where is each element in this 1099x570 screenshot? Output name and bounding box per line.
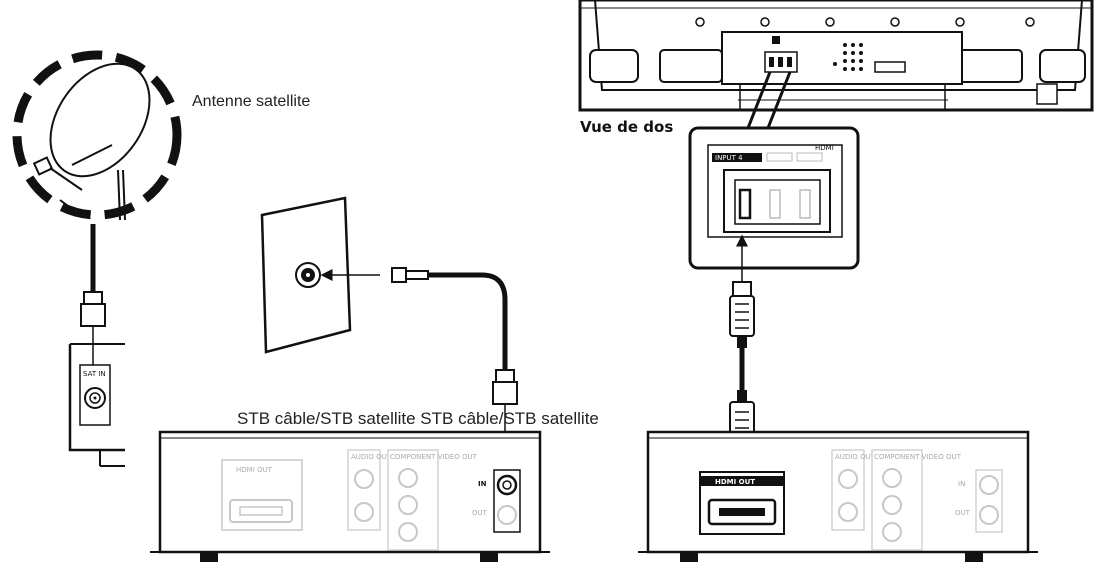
stb-left: HDMI OUT AUDIO OUT COMPONENT VIDEO OUT I…: [150, 430, 550, 562]
stb-right-audio-label: AUDIO OUT: [835, 453, 876, 461]
stb-left-hdmi-label: HDMI OUT: [236, 466, 273, 474]
stb-right: HDMI OUT AUDIO OUT COMPONENT VIDEO OUT I…: [638, 430, 1038, 562]
stb-caption: STB câble/STB satellite STB câble/STB sa…: [237, 409, 599, 428]
rear-view-label: Vue de dos: [580, 118, 673, 136]
stb-left-audio-label: AUDIO OUT: [351, 453, 392, 461]
stb-left-component-label: COMPONENT VIDEO OUT: [390, 453, 478, 461]
sat-in-label: SAT IN: [83, 370, 106, 378]
wall-outlet: [260, 196, 352, 354]
tv-hdmi-panel: INPUT 4 HDMI: [688, 126, 860, 270]
tv-callout-lines: [746, 71, 792, 129]
stb-right-out-label: OUT: [955, 509, 971, 517]
tv-rear-view: [578, 0, 1094, 112]
stb-left-in-label: IN: [478, 480, 487, 488]
tv-input-label: INPUT 4: [715, 154, 743, 162]
dish-cable: [80, 224, 106, 380]
stb-right-in-label: IN: [958, 480, 965, 488]
satellite-receiver: SAT IN: [68, 343, 125, 467]
satellite-dish: [12, 50, 182, 221]
tv-hdmi-label: HDMI: [815, 144, 834, 152]
stb-left-out-label: OUT: [472, 509, 488, 517]
stb-right-hdmi-label: HDMI OUT: [715, 478, 755, 486]
coax-cable: [320, 267, 518, 472]
stb-right-component-label: COMPONENT VIDEO OUT: [874, 453, 962, 461]
satellite-dish-label: Antenne satellite: [192, 93, 310, 110]
